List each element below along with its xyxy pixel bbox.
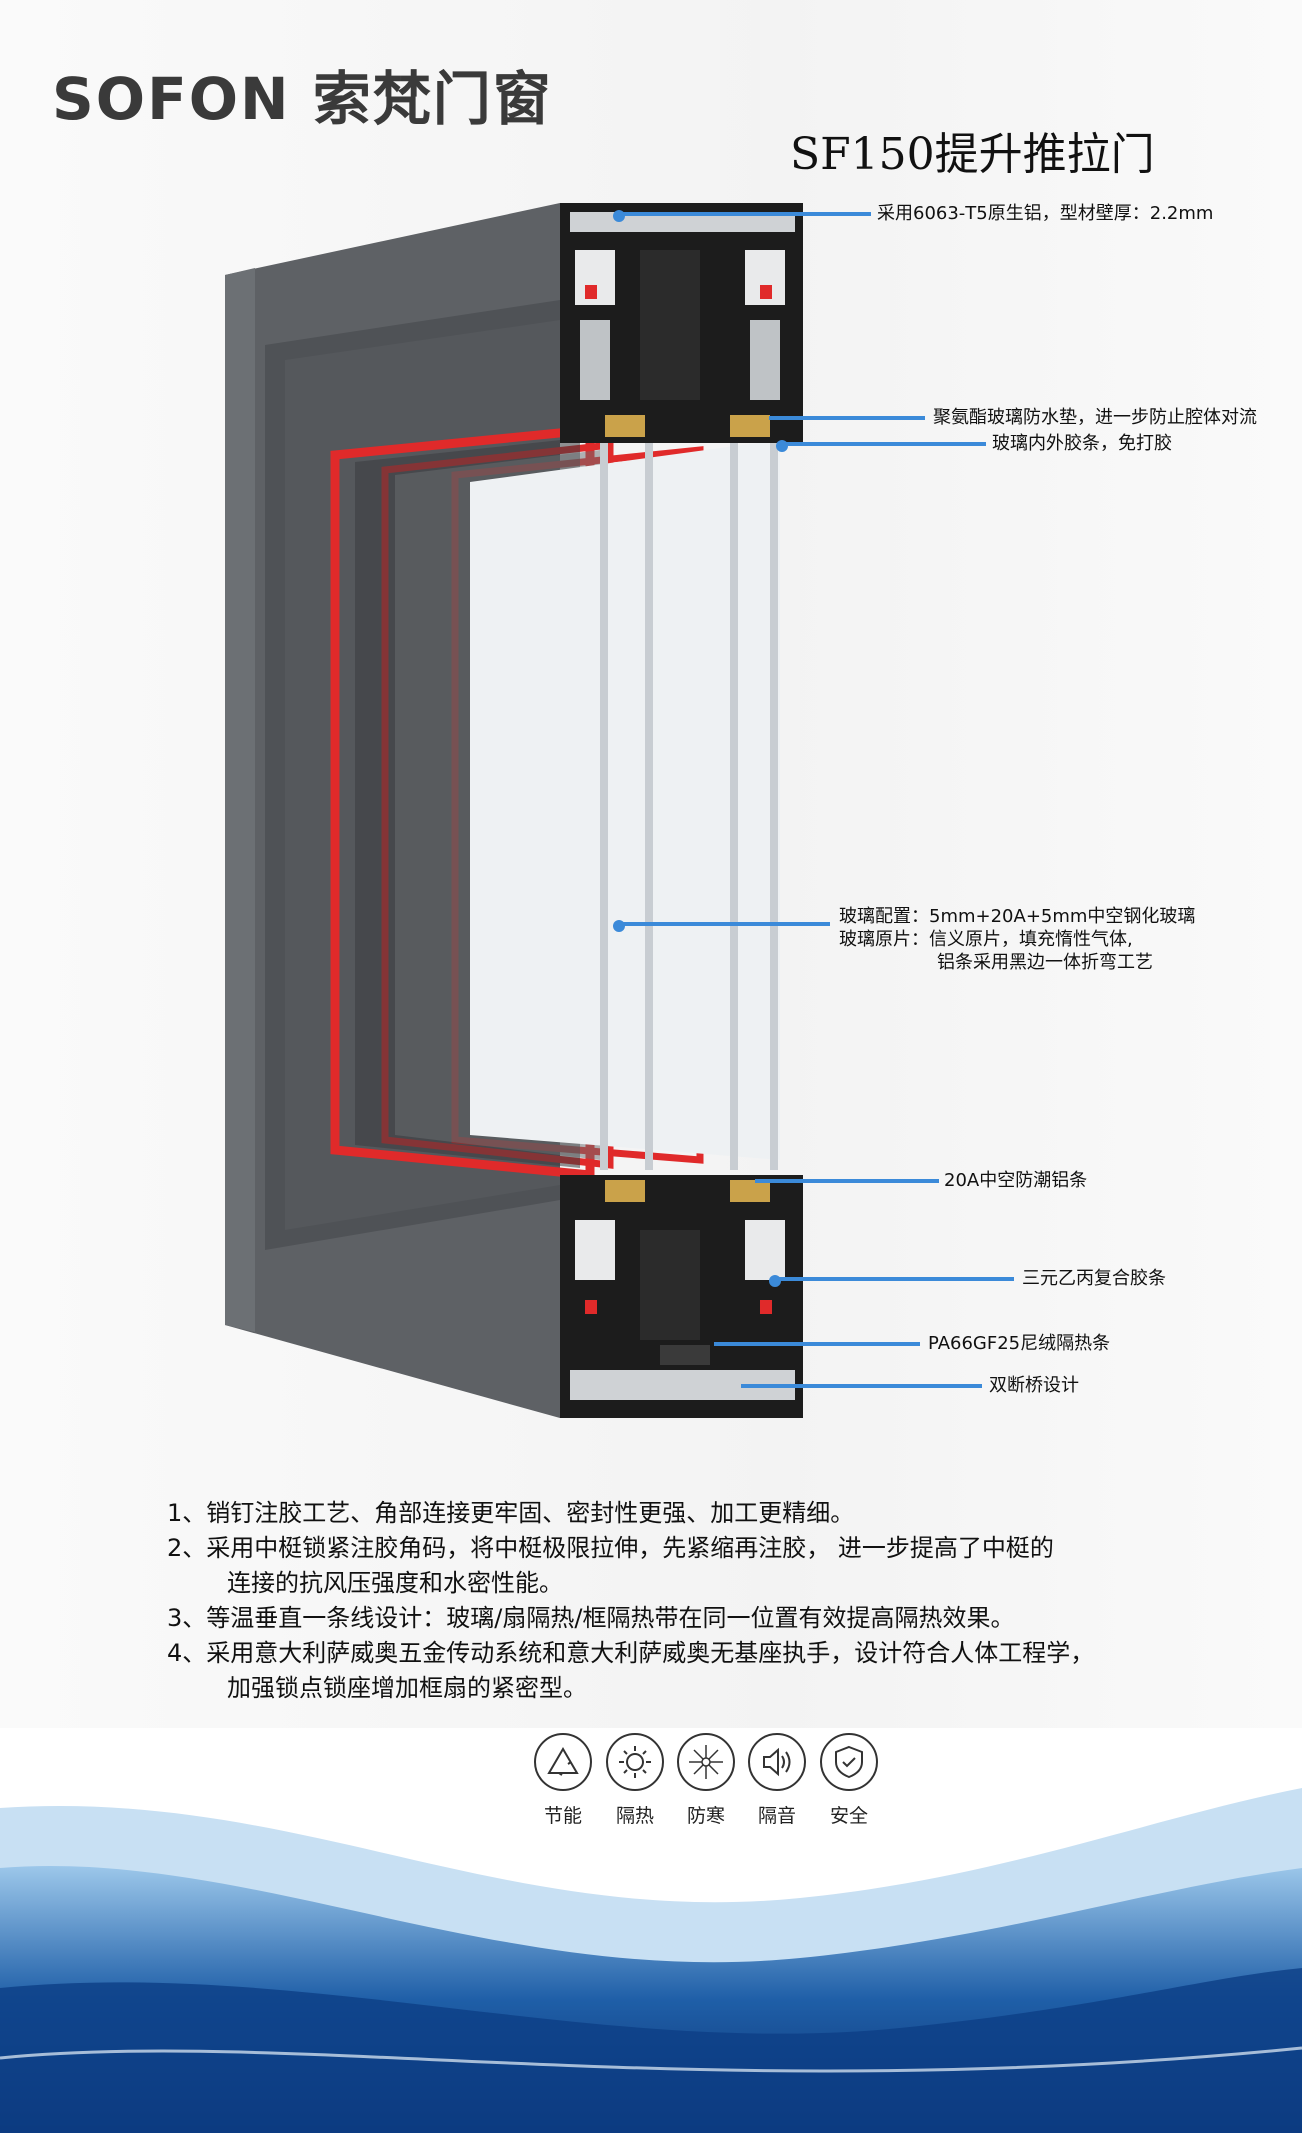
callout-line bbox=[619, 212, 871, 216]
callout-glass-config: 玻璃配置：5mm+20A+5mm中空钢化玻璃 玻璃原片：信义原片，填充惰性气体,… bbox=[839, 905, 1195, 974]
icon-label: 隔热 bbox=[615, 1805, 654, 1827]
callout-spacer: 20A中空防潮铝条 bbox=[944, 1170, 1088, 1191]
callout-aluminum: 采用6063-T5原生铝，型材壁厚：2.2mm bbox=[877, 203, 1214, 224]
feature-item-continued: 加强锁点锁座增加框扇的紧密型。 bbox=[227, 1674, 587, 1702]
glass-spacer-line: 铝条采用黑边一体折弯工艺 bbox=[937, 952, 1153, 973]
feature-item: 4、采用意大利萨威奥五金传动系统和意大利萨威奥无基座执手，设计符合人体工程学， bbox=[167, 1639, 1095, 1667]
callout-thermal-strip: PA66GF25尼绒隔热条 bbox=[928, 1333, 1111, 1354]
glass-pane bbox=[470, 440, 780, 1160]
callout-line bbox=[775, 1277, 1014, 1281]
brand-logo: SOFON 索梵门窗 bbox=[52, 65, 553, 133]
callout-glass-seal: 玻璃内外胶条，免打胶 bbox=[992, 433, 1172, 454]
snowflake-icon bbox=[677, 1733, 735, 1791]
recycle-icon bbox=[534, 1733, 592, 1791]
glass-config-line: 玻璃配置：5mm+20A+5mm中空钢化玻璃 bbox=[839, 906, 1196, 927]
glass-source-line: 玻璃原片：信义原片，填充惰性气体, bbox=[839, 929, 1133, 950]
icon-label: 防寒 bbox=[686, 1805, 725, 1827]
feature-list: 1、销钉注胶工艺、角部连接更牢固、密封性更强、加工更精细。 2、采用中梃锁紧注胶… bbox=[167, 1496, 1094, 1706]
callout-double-break: 双断桥设计 bbox=[989, 1375, 1079, 1396]
feature-heat-insulation: 隔热 bbox=[606, 1733, 664, 1828]
callout-line bbox=[755, 1179, 939, 1183]
callout-line bbox=[782, 442, 986, 446]
wave-background bbox=[0, 1728, 1302, 2133]
feature-item: 3、等温垂直一条线设计：玻璃/扇隔热/框隔热带在同一位置有效提高隔热效果。 bbox=[167, 1604, 1015, 1632]
feature-safety: 安全 bbox=[820, 1733, 878, 1828]
feature-item: 2、采用中梃锁紧注胶角码，将中梃极限拉伸，先紧缩再注胶， 进一步提高了中梃的 bbox=[167, 1534, 1054, 1562]
callout-epdm: 三元乙丙复合胶条 bbox=[1022, 1268, 1166, 1289]
callout-line bbox=[714, 1342, 920, 1346]
callout-waterproof-pad: 聚氨酯玻璃防水垫，进一步防止腔体对流 bbox=[933, 407, 1257, 428]
feature-item-continued: 连接的抗风压强度和水密性能。 bbox=[227, 1569, 563, 1597]
icon-label: 隔音 bbox=[757, 1805, 796, 1827]
callout-line bbox=[741, 1384, 982, 1388]
feature-cold-protection: 防寒 bbox=[677, 1733, 735, 1828]
shield-check-icon bbox=[820, 1733, 878, 1791]
feature-energy-saving: 节能 bbox=[534, 1733, 592, 1828]
sun-icon bbox=[606, 1733, 664, 1791]
feature-sound-insulation: 隔音 bbox=[748, 1733, 806, 1828]
door-profile-illustration bbox=[225, 203, 803, 1418]
icon-label: 安全 bbox=[829, 1805, 868, 1827]
callout-line bbox=[619, 922, 830, 926]
feature-item: 1、销钉注胶工艺、角部连接更牢固、密封性更强、加工更精细。 bbox=[167, 1499, 855, 1527]
speaker-icon bbox=[748, 1733, 806, 1791]
callout-line bbox=[769, 416, 925, 420]
icon-label: 节能 bbox=[543, 1805, 582, 1827]
product-title: SF150提升推拉门 bbox=[790, 129, 1155, 180]
